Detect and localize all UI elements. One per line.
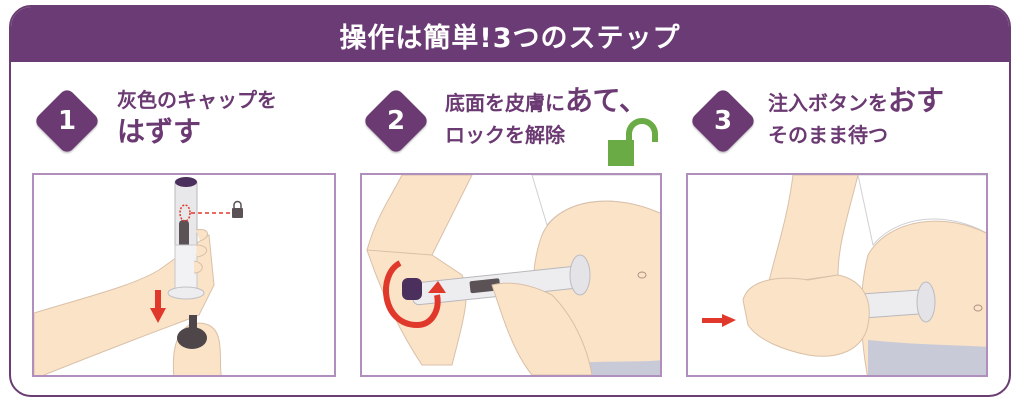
step-2-line1-big: あて、 — [565, 84, 648, 117]
step-3-line2: そのまま待つ — [768, 123, 888, 147]
step-number: 2 — [386, 106, 406, 136]
step-1-illustration — [32, 173, 336, 377]
step-1-line1: 灰色のキャップを — [117, 88, 277, 112]
step-number: 3 — [713, 106, 733, 136]
step-2-line1-small: 底面を皮膚に — [445, 91, 565, 115]
step-2-line2: ロックを解除 — [445, 123, 565, 147]
step-number: 1 — [57, 106, 77, 136]
header-banner: 操作は簡単!3つのステップ — [11, 7, 1009, 62]
step-3-line1-big: おす — [888, 84, 945, 117]
unlock-icon — [608, 118, 658, 166]
step-3-illustration — [686, 173, 988, 377]
step-3-line1-small: 注入ボタンを — [768, 91, 888, 115]
step-1-line2: はずす — [117, 115, 202, 148]
step-2-illustration — [360, 173, 662, 377]
page-title: 操作は簡単!3つのステップ — [339, 23, 681, 54]
